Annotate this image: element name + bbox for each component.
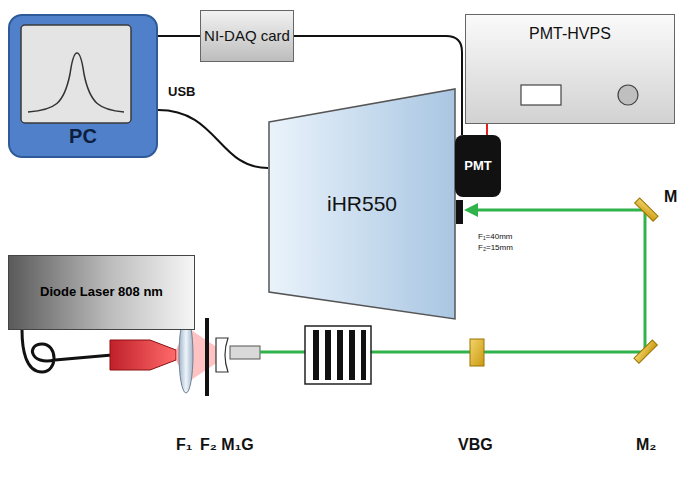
- power-supply-box: PMT-HVPS: [465, 14, 675, 124]
- cable-line: [486, 124, 488, 135]
- mirror: [634, 340, 657, 363]
- node-label: iHR550: [327, 192, 397, 216]
- part-label: F₂ M₁G: [200, 436, 254, 454]
- concave-mirror: [216, 338, 228, 372]
- cable-line: [158, 35, 200, 37]
- node-label: Diode Laser 808 nm: [40, 285, 163, 300]
- vbg-element: [470, 339, 484, 366]
- cable-label: USB: [166, 84, 197, 99]
- pmt-detector: PMT: [455, 135, 501, 197]
- cable: [158, 110, 268, 168]
- spectrometer: iHR550: [268, 88, 456, 320]
- cable: [487, 124, 488, 135]
- screen: [21, 25, 131, 123]
- daq-box: NI-DAQ card: [200, 10, 294, 62]
- entrance-slit: [456, 200, 463, 224]
- knob: [618, 85, 638, 105]
- gain-crystal: [230, 346, 260, 359]
- node-label: PC: [69, 125, 97, 148]
- spectrometer-body: [269, 89, 455, 319]
- laser-box: Diode Laser 808 nm: [8, 255, 195, 330]
- fiber-connector: [110, 340, 176, 370]
- spectrum-curve: [28, 53, 124, 112]
- arrow-head: [464, 203, 478, 217]
- laser-beam: [644, 210, 647, 352]
- computer-box: PC: [8, 14, 158, 158]
- cable: [158, 36, 200, 37]
- grating: [305, 326, 371, 384]
- fiber: [22, 330, 112, 372]
- part-label: M₂: [636, 436, 656, 454]
- monitor-screen: [20, 24, 132, 124]
- node-label: NI-DAQ card: [204, 27, 290, 44]
- part-label: F₁: [176, 436, 192, 454]
- part-label: VBG: [458, 436, 493, 454]
- spec-note: F₁=40mm: [478, 232, 512, 241]
- cable-line: [158, 110, 268, 168]
- spec-note: F₂=15mm: [478, 243, 513, 252]
- grating-lines: [313, 330, 366, 380]
- filter-plate: [205, 318, 209, 396]
- part-label: M: [664, 188, 677, 206]
- mirror: [635, 198, 658, 221]
- laser-beam: [476, 209, 645, 212]
- display: [521, 85, 561, 105]
- node-label: PMT: [464, 159, 491, 174]
- node-label: PMT-HVPS: [529, 25, 611, 43]
